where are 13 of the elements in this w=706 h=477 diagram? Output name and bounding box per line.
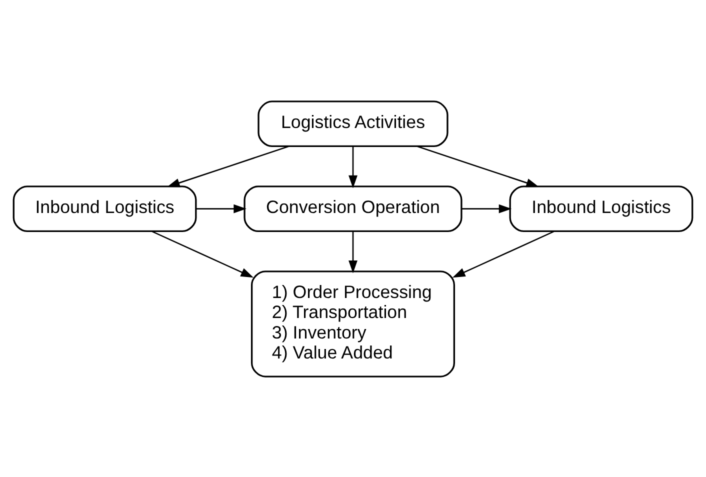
arrow bbox=[452, 230, 555, 278]
arrow bbox=[348, 231, 358, 273]
arrow bbox=[348, 146, 358, 188]
arrow bbox=[462, 204, 512, 213]
arrow bbox=[416, 145, 539, 187]
node-box: Inbound Logistics bbox=[509, 185, 694, 232]
arrow bbox=[151, 230, 254, 278]
arrow bbox=[167, 145, 290, 187]
node-box: Logistics Activities bbox=[258, 100, 448, 147]
arrow bbox=[196, 204, 246, 213]
node-box: Inbound Logistics bbox=[12, 185, 197, 232]
node-box: 1) Order Processing 2) Transportation 3) Inventory 4) Value Added bbox=[250, 270, 456, 377]
node-box: Conversion Operation bbox=[244, 185, 462, 232]
